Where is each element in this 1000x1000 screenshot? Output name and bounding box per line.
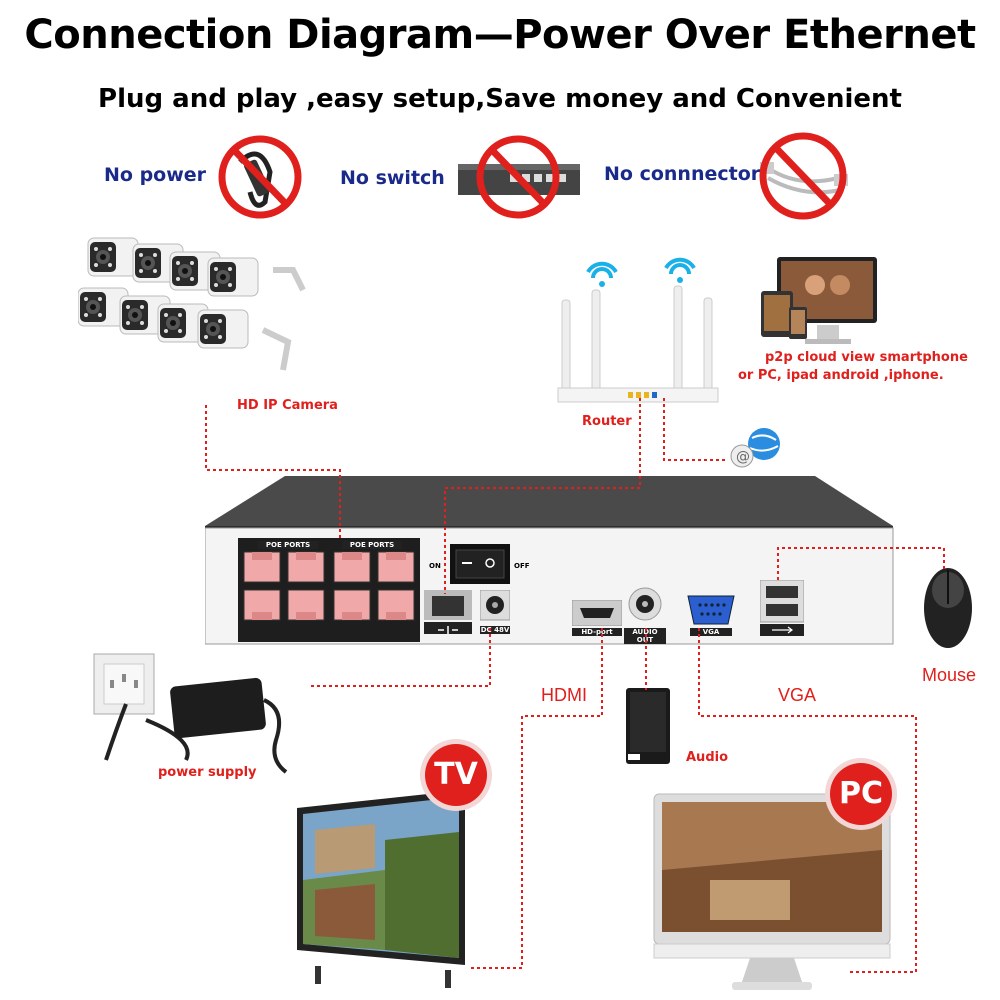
page-subtitle: Plug and play ,easy setup,Save money and… [98, 84, 902, 114]
no-connector-label: No connnector [604, 163, 761, 185]
hdmi-port [572, 600, 622, 626]
router-icon [557, 257, 719, 403]
lan-port [424, 590, 472, 634]
p2p-label-line2: or PC, ipad android ,iphone. [738, 368, 944, 383]
page-title: Connection Diagram—Power Over Ethernet [24, 12, 976, 58]
off-label: OFF [514, 562, 530, 570]
poe-label-right: POE PORTS [342, 541, 402, 549]
no-connector-icon [759, 132, 848, 220]
no-switch-icon [458, 135, 580, 219]
mouse-icon [924, 568, 972, 648]
dc-power-port [480, 590, 510, 621]
internet-globe-icon: @ [730, 428, 780, 468]
dc-label: DC 48V [480, 626, 510, 634]
devices-icon [761, 257, 877, 344]
usb-ports [760, 580, 804, 636]
p2p-label-line1: p2p cloud view smartphone [765, 350, 968, 365]
hdmi-label: HDMI [541, 685, 587, 705]
ip-cameras-icon [78, 237, 306, 371]
pc-badge: PC [830, 763, 892, 825]
vga-port-label: VGA [690, 628, 732, 636]
audio-label: Audio [686, 750, 729, 765]
mouse-label: Mouse [922, 665, 977, 685]
speaker-icon [626, 688, 670, 764]
poe-ports [238, 538, 420, 642]
poe-label-left: POE PORTS [258, 541, 318, 549]
on-label: ON [429, 562, 441, 570]
camera-label: HD IP Camera [237, 398, 338, 413]
vga-port [687, 595, 735, 625]
audio-out-port [628, 587, 662, 621]
audio-out-label: AUDIO OUT [624, 628, 666, 644]
vga-label: VGA [778, 685, 817, 705]
power-supply-label: power supply [158, 765, 257, 780]
tv-icon [297, 790, 465, 988]
no-power-icon [218, 135, 302, 219]
router-label: Router [582, 414, 632, 429]
no-power-label: No power [104, 164, 207, 186]
power-switch [450, 544, 510, 584]
tv-badge: TV [425, 744, 487, 806]
svg-text:@: @ [736, 449, 750, 465]
power-supply-icon [93, 653, 288, 774]
hdmi-port-label: HD-port [572, 628, 622, 636]
no-switch-label: No switch [340, 167, 445, 189]
